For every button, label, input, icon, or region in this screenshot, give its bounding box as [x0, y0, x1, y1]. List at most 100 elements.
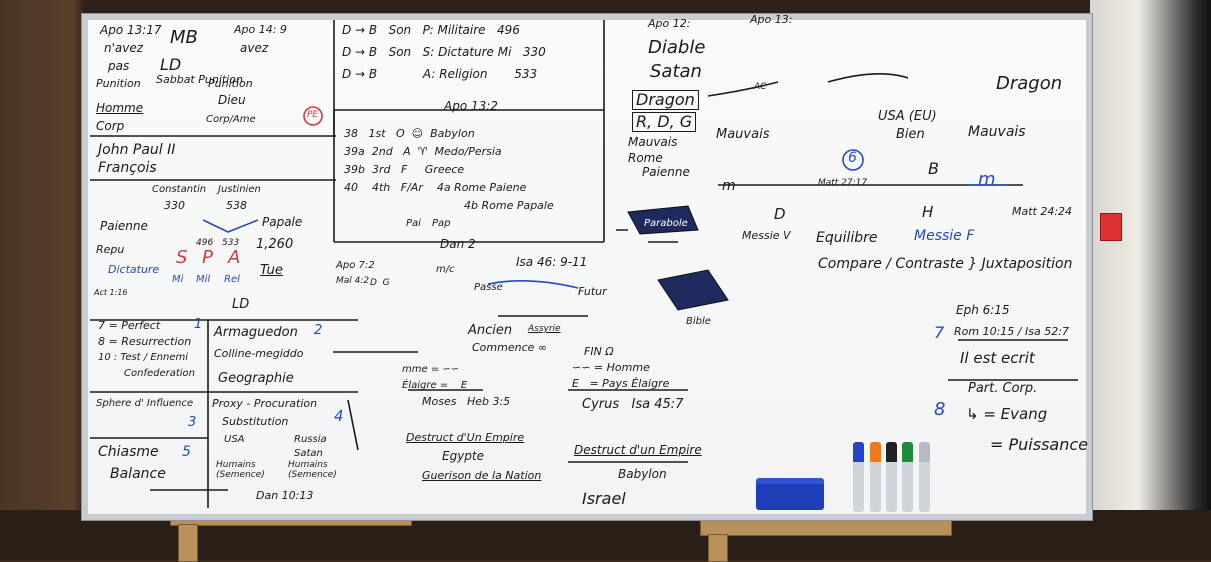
note-diable: Diable [648, 37, 706, 58]
note-geographie: Geographie [218, 371, 294, 386]
note-mauvais-2: Mauvais [716, 127, 770, 142]
note-elaigre: Élaigre = E [402, 380, 468, 391]
marker-black[interactable] [886, 442, 897, 512]
note-paienne: Paienne [100, 219, 148, 233]
note-rome-paiene: 40 4th F/Ar 4a Rome Paiene [344, 181, 527, 194]
note-destruct-2: Destruct d'un Empire [574, 443, 702, 457]
note-apo-13-17: Apo 13:17 [100, 23, 162, 37]
note-punition: Punition [208, 77, 253, 90]
note-num-6: 6 [848, 150, 857, 166]
fire-alarm [1100, 213, 1122, 241]
note-ancien: Ancien [468, 323, 513, 338]
note-assyrie: Assyrie [528, 324, 561, 334]
note-num-4: 4 [334, 407, 344, 425]
note-m-left: m [722, 178, 736, 194]
note-s: S [176, 247, 188, 268]
note-mc: m/c [436, 264, 455, 275]
note-usa: USA [224, 434, 245, 445]
note-b: B [928, 159, 939, 178]
note-constantin: Constantin [152, 184, 207, 195]
note-eq-pays: E = Pays Élaigre [572, 377, 670, 390]
easel-leg-right [708, 534, 728, 562]
note-commence: Commence ∞ [472, 341, 548, 354]
note-medo: 39a 2nd A ♈ Medo/Persia [344, 145, 502, 158]
note-perfect: 7 = Perfect [98, 319, 161, 332]
note-guerison: Guerison de la Nation [422, 469, 542, 482]
note-francois: François [98, 160, 157, 176]
note-act: Act 1:16 [94, 288, 128, 297]
note-num-3: 3 [188, 415, 197, 430]
note-usa-eu: USA (EU) [878, 109, 937, 124]
note-533: 533 [222, 238, 240, 248]
note-dragon-box: Dragon [632, 90, 699, 111]
note-a: A [228, 247, 241, 268]
note-sphere: Sphere d' Influence [96, 398, 194, 409]
note-babylon: 38 1st O ☺ Babylon [344, 127, 475, 140]
easel-right [700, 520, 952, 536]
whiteboard: Apo 13:17 n'avez pas Punition MB LD Sabb… [82, 13, 1092, 520]
note-num-7: 7 [934, 323, 945, 342]
note-dbson-1: D → B Son P: Militaire 496 [342, 23, 520, 37]
note-parabole: Parabole [644, 218, 688, 229]
note-resurrection: 8 = Resurrection [98, 335, 192, 348]
note-rel: Rel [224, 274, 240, 285]
note-dbson-3: D → B A: Religion 533 [342, 67, 538, 81]
note-satan-small: Satan [294, 448, 323, 459]
note-avez: avez [240, 41, 269, 55]
marker-green[interactable] [902, 442, 913, 512]
note-puissance: = Puissance [990, 435, 1088, 454]
note-cyrus: Cyrus Isa 45:7 [582, 397, 684, 412]
note-apo-12: Apo 12: [648, 17, 691, 30]
note-rome-papale: 4b Rome Papale [464, 199, 554, 212]
note-satan: Satan [650, 61, 702, 82]
note-mme: mme = ∽∽ [402, 364, 460, 375]
note-ld-bottom: LD [232, 297, 250, 312]
note-ld: LD [160, 55, 182, 74]
note-d: D [774, 205, 786, 223]
note-eq-homme: ∽∽ = Homme [572, 361, 650, 374]
board-eraser[interactable] [756, 478, 824, 510]
note-chiasme: Chiasme [98, 444, 159, 460]
note-corp-ame: Corp/Ame [206, 114, 256, 125]
note-496: 496 [196, 238, 214, 248]
note-bien: Bien [896, 127, 925, 142]
marker-orange[interactable] [870, 442, 881, 512]
note-num-2: 2 [314, 323, 323, 338]
note-tue: Tue [260, 263, 283, 278]
note-rom: Rom 10:15 / Isa 52:7 [954, 325, 1069, 338]
note-fin: FIN Ω [584, 345, 614, 358]
note-dbson-2: D → B Son S: Dictature Mi 330 [342, 45, 546, 59]
note-paienne-r: Paienne [642, 165, 690, 179]
note-corp: Corp [96, 119, 125, 133]
note-homme: Homme [96, 101, 144, 115]
note-num-1: 1 [194, 317, 203, 332]
note-il-est-ecrit: Il est ecrit [960, 349, 1035, 367]
note-messie-v: Messie V [742, 229, 791, 242]
note-russia: Russia [294, 434, 327, 445]
note-moses: Moses Heb 3:5 [422, 395, 511, 408]
marker-grey[interactable] [919, 442, 930, 512]
note-bible: Bible [686, 316, 711, 327]
board-lines [90, 20, 1078, 508]
note-passe: Passe [474, 282, 503, 293]
note-matt-27: Matt 27:17 [818, 178, 868, 188]
note-greece: 39b 3rd F Greece [344, 163, 465, 176]
note-dictature: Dictature [108, 263, 160, 276]
note-dieu: Dieu [218, 93, 246, 107]
easel-leg-left [178, 524, 198, 562]
note-dragon-right: Dragon [996, 73, 1063, 94]
note-apo-14-9: Apo 14: 9 [234, 23, 287, 36]
note-dan-10-13: Dan 10:13 [256, 489, 314, 502]
note-538: 538 [226, 199, 247, 212]
note-mal-4-2: Mal 4:2 [336, 276, 370, 286]
marker-blue[interactable] [853, 442, 864, 512]
note-evang: ↳ = Evang [966, 405, 1048, 423]
note-pai: Pai [406, 218, 421, 229]
note-apo-13: Apo 13: [750, 13, 793, 26]
note-repu: Repu [96, 243, 125, 256]
note-humains-1: Humains (Semence) [216, 460, 265, 481]
note-rdg-box: R, D, G [632, 112, 697, 133]
note-m-right: m [978, 169, 996, 190]
note-test-ennemi: 10 : Test / Ennemi [98, 352, 188, 363]
note-mauvais-1: Mauvais [628, 135, 678, 149]
